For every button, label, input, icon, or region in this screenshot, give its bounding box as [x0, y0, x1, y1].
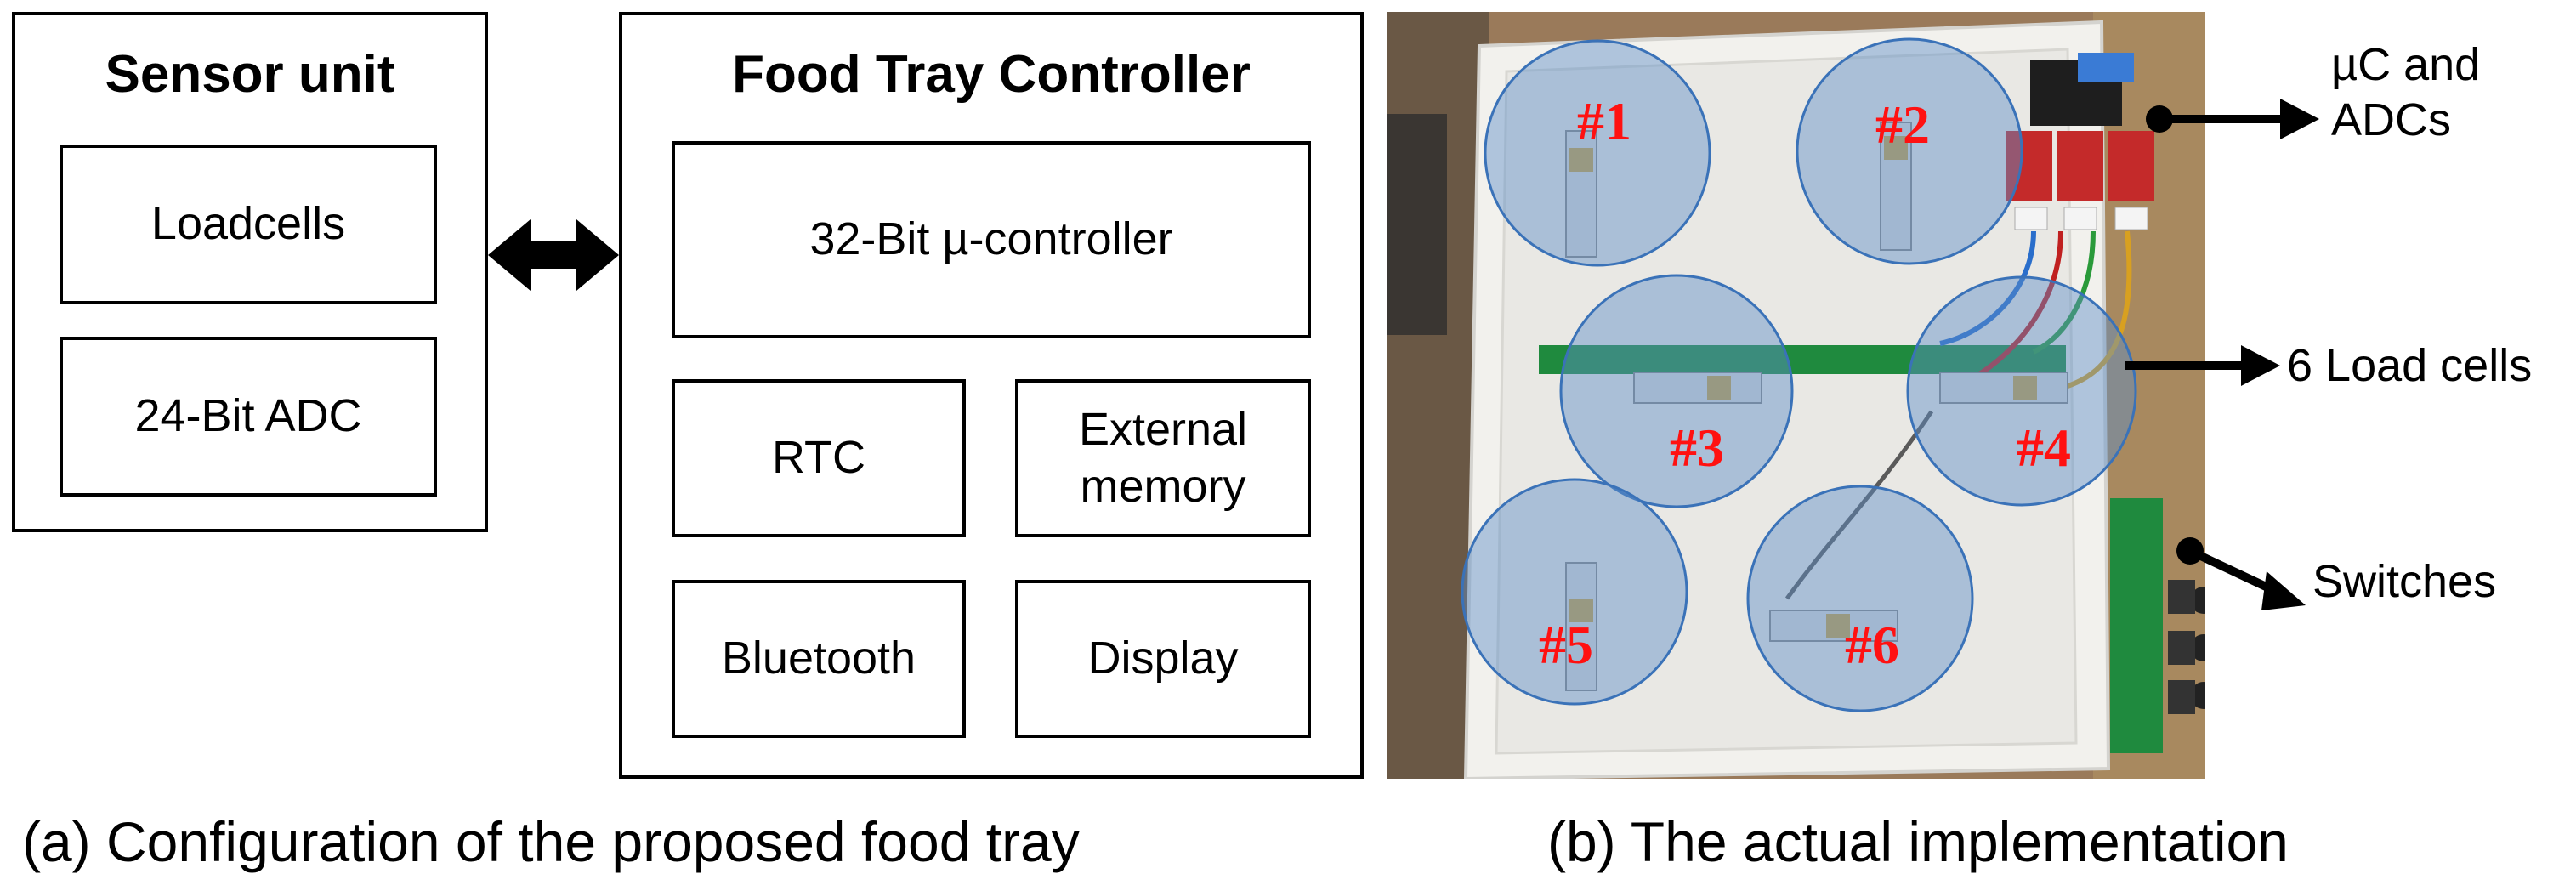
annotation-arrows	[2125, 99, 2319, 610]
circle-cell-4	[1906, 275, 2137, 507]
caption-a: (a) Configuration of the proposed food t…	[22, 810, 1080, 873]
switches-label: Switches	[2312, 556, 2497, 607]
sensor-unit-box: Sensor unit Loadcells 24-Bit ADC	[12, 12, 488, 532]
loadcells-box: Loadcells	[60, 145, 437, 304]
switch-board	[2110, 498, 2163, 753]
pcb-strip	[1539, 345, 2066, 374]
circle-cell-2	[1796, 37, 2023, 265]
circle-cell-1	[1484, 39, 1711, 267]
caption-b: (b) The actual implementation	[1547, 810, 2289, 873]
tray-photo	[1387, 12, 2205, 779]
circle-cell-6	[1746, 485, 1974, 712]
circle-cell-3	[1559, 274, 1794, 508]
cell-label-2: #2	[1875, 94, 1930, 155]
switches-arrow-icon	[2176, 537, 2306, 610]
cell-label-4: #4	[2017, 417, 2071, 478]
uc-adc-label: µC and ADCs	[2331, 39, 2481, 145]
controller-title: Food Tray Controller	[732, 45, 1251, 104]
cell-label-6: #6	[1845, 615, 1899, 675]
cell-label-5: #5	[1539, 615, 1593, 675]
rtc-box: RTC	[672, 379, 966, 537]
cell-label-3: #3	[1670, 417, 1724, 478]
display-box: Display	[1015, 580, 1311, 738]
circle-cell-5	[1461, 478, 1688, 706]
bidirectional-arrow-icon	[488, 219, 619, 291]
cell-label-1: #1	[1577, 91, 1631, 151]
food-tray-controller-box: Food Tray Controller 32-Bit µ-controller…	[619, 12, 1364, 779]
cell-circles-overlay	[1461, 37, 2137, 712]
loadcells-label: 6 Load cells	[2287, 340, 2533, 391]
external-memory-box: External memory	[1015, 379, 1311, 537]
adc-board	[2108, 131, 2154, 201]
adc-box: 24-Bit ADC	[60, 337, 437, 497]
loadcells-arrow-icon	[2125, 345, 2280, 386]
sensor-unit-title: Sensor unit	[105, 45, 395, 104]
bluetooth-box: Bluetooth	[672, 580, 966, 738]
microcontroller-box: 32-Bit µ-controller	[672, 141, 1311, 338]
uc-arrow-icon	[2146, 99, 2319, 139]
adc-board	[2057, 131, 2103, 201]
